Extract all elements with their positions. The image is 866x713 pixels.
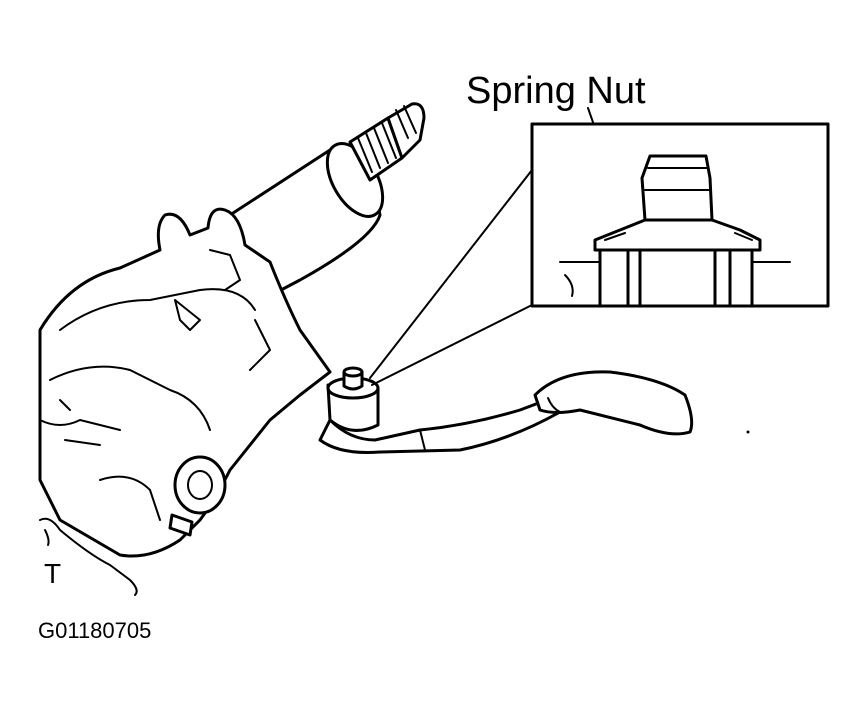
inset-detail xyxy=(530,122,830,308)
figure-id: G01180705 xyxy=(38,618,152,643)
tilt-lever xyxy=(318,370,694,454)
spring-nut-boss xyxy=(326,366,380,432)
ink-dot xyxy=(746,430,750,434)
corner-mark: T xyxy=(44,558,62,589)
column-housing xyxy=(38,207,332,596)
spring-nut-label: Spring Nut xyxy=(466,70,646,112)
